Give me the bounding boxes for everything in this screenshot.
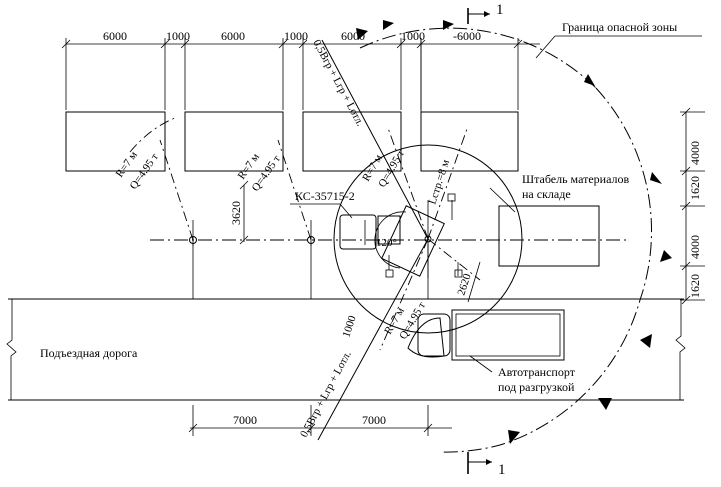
dim-top-7: -6000 [453,29,481,43]
danger-zone-label: Граница опасной зоны [562,20,677,34]
truck: Автотранспорт под разгрузкой [417,309,576,394]
dim-3620-label: 3620 [229,201,243,225]
section-bottom-label: 1 [498,462,506,478]
material-stack: Штабель материалов на складе [489,172,629,267]
dim-right-2: 1620 [688,176,702,200]
access-road: Подъездная дорога [6,298,686,401]
truck-label: Автотранспорт [498,365,576,379]
section-mark-top: 1 [467,2,504,24]
crane-main: R=7 м Q=4.95 т Lстр.=8 м 120° КС-35715-2… [290,125,523,351]
hazard-radius-lines: 0,5Bгр + Lгр + Lотл. 0,5Bгр + Lгр + Lотл… [298,38,429,441]
dim-right-4: 1620 [688,274,702,298]
crane-model-label: КС-35715-2 [295,189,355,203]
dim-right-3: 4000 [688,235,702,259]
dim-top-2: 1000 [166,29,190,43]
top-dimension-chain: 6000 1000 6000 1000 6000 1000 -6000 [61,29,540,110]
crane-lower-annotations: 1000 R=7 м Q=4.95 т [340,300,445,358]
guide-lines [192,244,429,299]
stack-label-2: на складе [522,187,571,201]
dim-top-1: 6000 [103,29,127,43]
crane-position-1: R=7 м Q=4.95 т [114,117,194,241]
dim-top-3: 6000 [221,29,245,43]
dim-right-1: 4000 [688,141,702,165]
dim-3620: 3620 [229,180,249,245]
section-top-label: 1 [496,2,504,18]
section-mark-bottom: 1 [467,452,506,478]
dim-bottom-1: 7000 [233,413,257,427]
building-blocks [65,38,519,172]
dim-top-4: 1000 [284,29,308,43]
angle-label: 120° [376,237,397,249]
dim-bottom-2: 7000 [362,413,386,427]
crane4-q-label: Q=4.95 т [397,300,428,342]
formula-top-label: 0,5Bгр + Lгр + Lотл. [310,38,366,129]
bottom-dimension-chain: 7000 7000 [188,405,452,436]
dim-1000-label: 1000 [340,314,358,339]
stack-label: Штабель материалов [522,172,629,186]
right-dimension-chain: 4000 1620 4000 1620 [680,107,705,305]
danger-zone-boundary: Граница опасной зоны [356,20,702,453]
truck-label-2: под разгрузкой [498,380,575,394]
road-label: Подъездная дорога [40,346,138,360]
